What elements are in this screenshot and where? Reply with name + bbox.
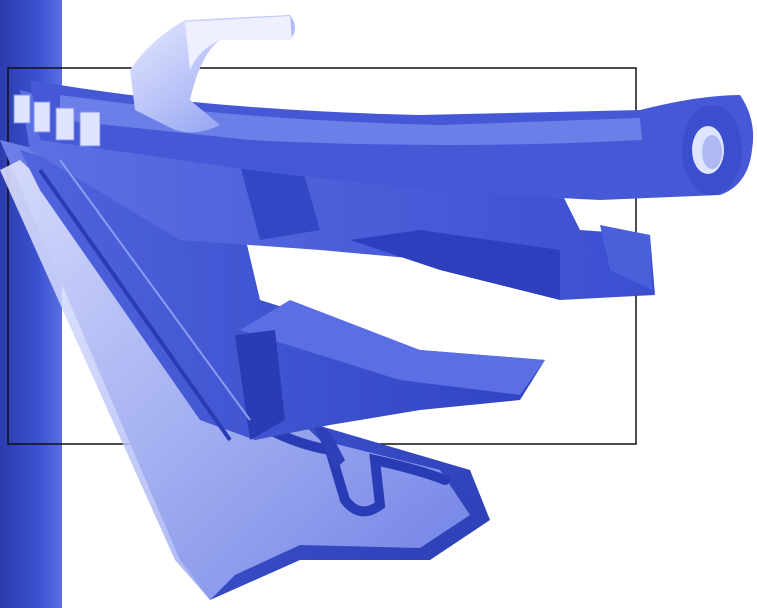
rail-edge-line [38, 168, 232, 442]
teeth-row [13, 94, 101, 147]
upper-t-profile-end [600, 225, 652, 290]
rail-groove [265, 425, 450, 517]
rail-highlight-line [59, 159, 251, 421]
top-tube-highlight [60, 95, 642, 145]
tube-hole-inner [702, 135, 722, 169]
middle-profile-lip [235, 330, 285, 440]
upper-t-profile-shadow [350, 230, 560, 300]
top-clip [130, 15, 295, 133]
top-clip-highlight [185, 16, 292, 70]
upper-t-profile-stem [240, 160, 320, 240]
rail-tab [310, 420, 345, 470]
middle-profile-top-face [240, 300, 545, 395]
